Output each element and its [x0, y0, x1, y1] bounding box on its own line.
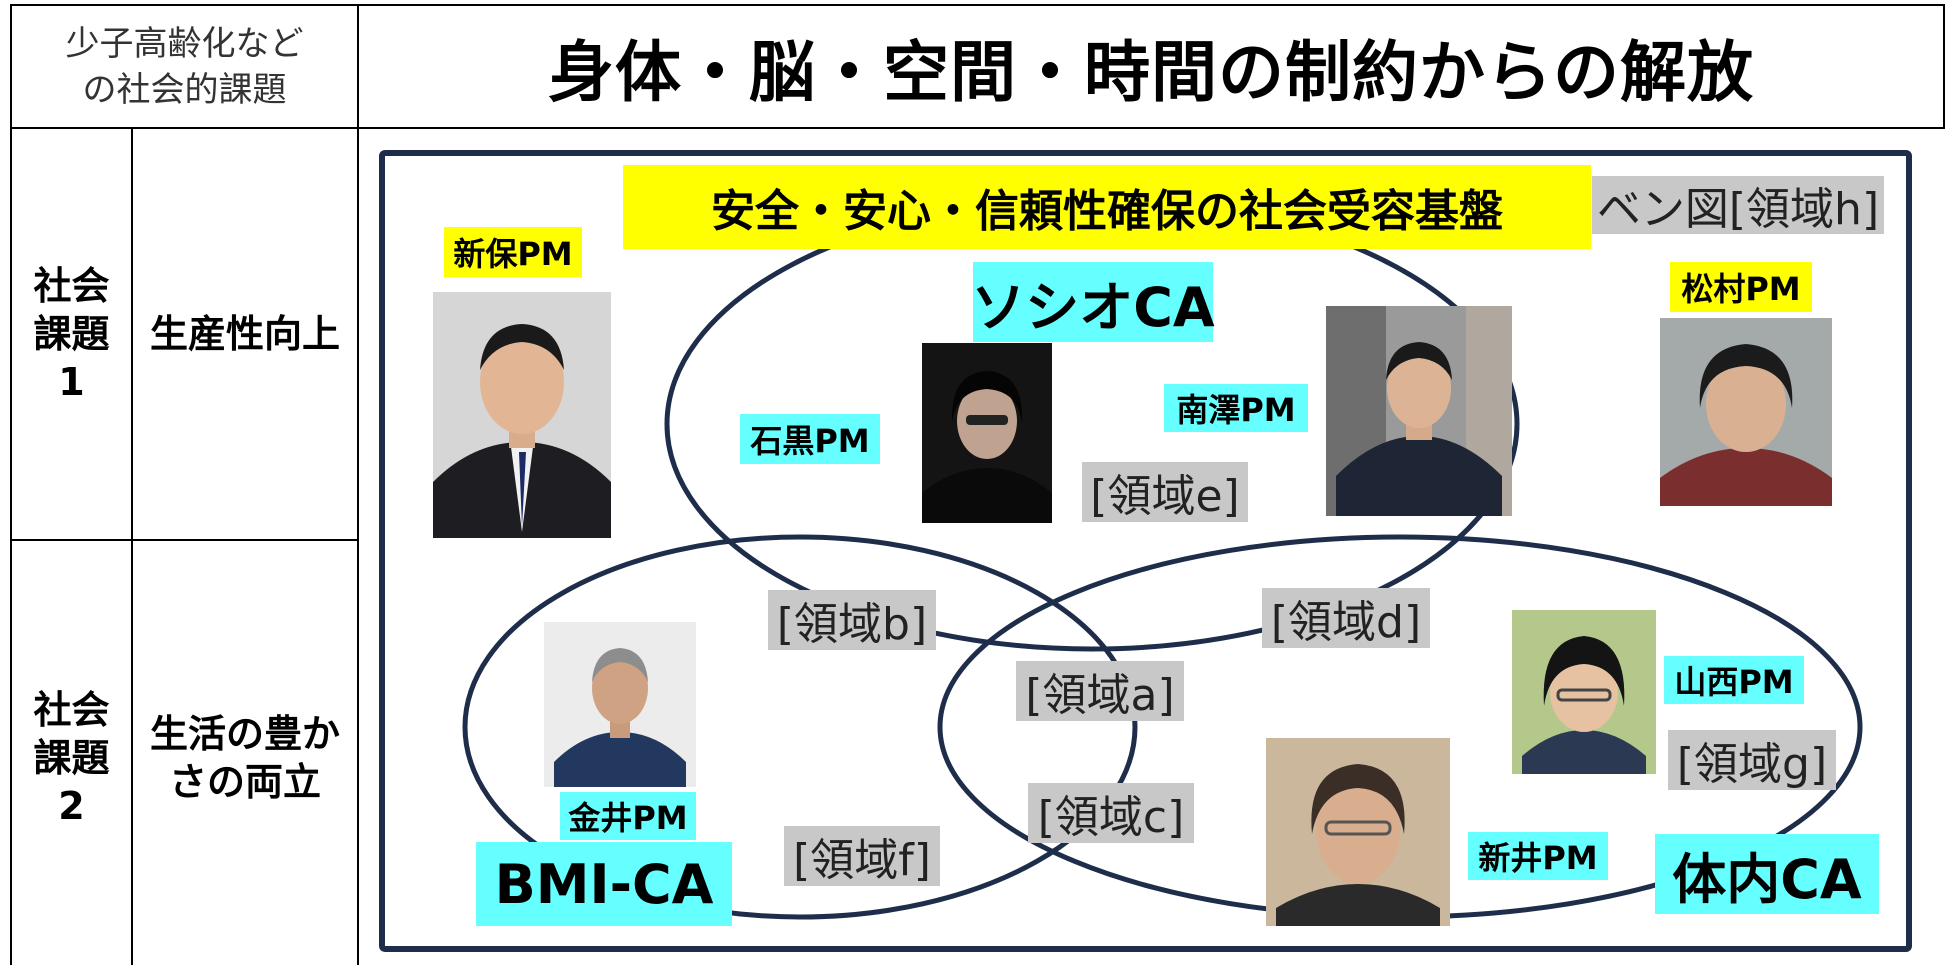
table-top-border	[10, 4, 1945, 6]
table-right-border	[1943, 4, 1945, 128]
page-title: 身体・脳・空間・時間の制約からの解放	[548, 33, 1754, 111]
issue-2-line2: 課題	[33, 736, 110, 780]
pm-ishiguro-photo	[922, 343, 1052, 523]
pm-yamanishi-label: 山西PM	[1664, 656, 1804, 704]
social-acceptance-banner: 安全・安心・信頼性確保の社会受容基盤	[623, 165, 1591, 249]
pm-minamisawa-photo	[1326, 306, 1512, 516]
theme-2-line1: 生活の豊か	[149, 712, 340, 756]
issue-2-line3: 2	[58, 784, 85, 828]
pm-arai-label: 新井PM	[1468, 832, 1608, 880]
region-f-label: [領域f]	[784, 826, 940, 886]
pm-shinbo-label: 新保PM	[444, 227, 582, 277]
region-c-label: [領域c]	[1028, 783, 1194, 843]
region-b-label: [領域b]	[768, 590, 936, 650]
soshio-ca-label: ソシオCA	[971, 262, 1215, 342]
venn-region-h-label: ベン図[領域h]	[1592, 176, 1884, 235]
table-left-border	[10, 4, 12, 965]
pm-kanai-photo	[544, 622, 696, 787]
pm-matsumura-photo	[1660, 318, 1832, 506]
pm-shinbo-photo	[433, 292, 611, 538]
issue-1-label: 社会 課題 1	[12, 129, 131, 539]
pm-ishiguro-label: 石黒PM	[740, 414, 880, 464]
issue-2-line1: 社会	[33, 688, 110, 732]
region-d-label: [領域d]	[1262, 588, 1430, 648]
issue-1-line1: 社会	[33, 264, 110, 308]
issue-1-line2: 課題	[33, 312, 110, 356]
region-e-label: [領域e]	[1082, 462, 1248, 522]
corner-text-line1: 少子高齢化など	[65, 23, 304, 64]
header-divider	[10, 127, 1945, 129]
diagram-frame	[379, 150, 1912, 952]
issue-2-label: 社会 課題 2	[12, 541, 131, 965]
tainai-ca-label: 体内CA	[1655, 834, 1879, 914]
pm-minamisawa-label: 南澤PM	[1164, 384, 1308, 432]
theme-2-line2: さの両立	[168, 760, 321, 804]
pm-matsumura-label: 松村PM	[1670, 262, 1812, 312]
region-a-label: [領域a]	[1016, 661, 1184, 721]
bmi-ca-label: BMI-CA	[476, 842, 732, 926]
pm-arai-photo	[1266, 738, 1450, 926]
bmi-ellipse	[462, 534, 1138, 920]
pm-yamanishi-photo	[1512, 610, 1656, 774]
issue-column-divider	[131, 127, 133, 965]
region-g-label: [領域g]	[1668, 730, 1836, 790]
issue-1-line3: 1	[58, 360, 85, 404]
corner-text-line2: の社会的課題	[82, 69, 287, 110]
corner-cell: 少子高齢化など の社会的課題	[12, 6, 357, 127]
theme-1-label: 生産性向上	[149, 312, 340, 356]
row-divider	[10, 539, 358, 541]
theme-2-label: 生活の豊か さの両立	[133, 541, 357, 965]
pm-kanai-label: 金井PM	[560, 792, 696, 840]
main-column-divider	[357, 4, 359, 965]
